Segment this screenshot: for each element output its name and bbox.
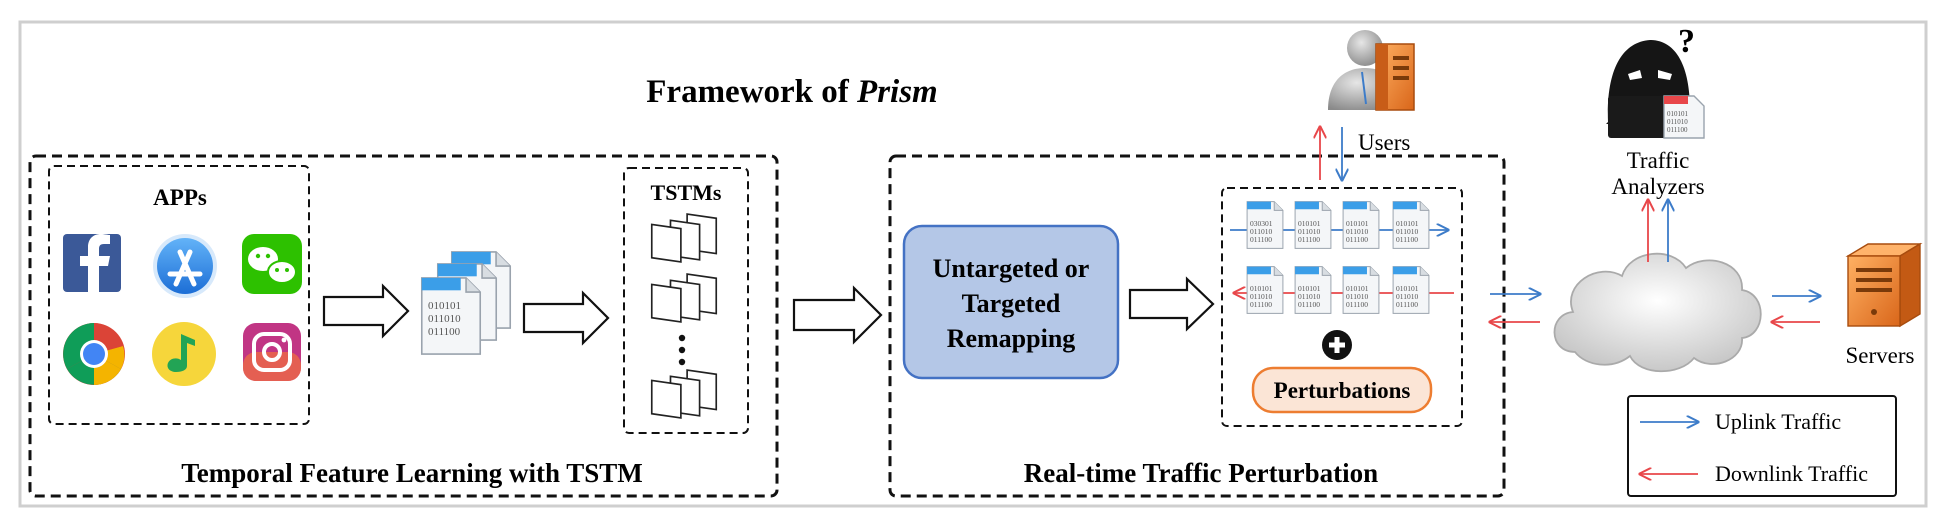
svg-text:011010: 011010: [1298, 227, 1320, 236]
chrome-icon: [63, 323, 125, 385]
traffic-analyzers-label-1: Traffic: [1627, 148, 1690, 173]
temporal-feature-caption: Temporal Feature Learning with TSTM: [181, 458, 643, 488]
svg-text:011100: 011100: [1396, 235, 1418, 244]
svg-text:011100: 011100: [1298, 235, 1320, 244]
svg-text:011100: 011100: [1298, 300, 1320, 309]
servers-label: Servers: [1846, 343, 1915, 368]
server-icon: [1845, 242, 1923, 328]
svg-text:010101: 010101: [428, 300, 461, 312]
temporal-feature-section: [28, 154, 779, 498]
flow-arrow-packets-to-tstm: [522, 290, 610, 346]
svg-text:010101: 010101: [1298, 219, 1321, 228]
diagram-title: Framework of Prism: [646, 74, 937, 110]
plus-icon: [1322, 330, 1352, 360]
traffic-perturbation-caption: Real-time Traffic Perturbation: [1024, 458, 1378, 488]
wechat-icon: [242, 234, 302, 294]
svg-text:011100: 011100: [1396, 300, 1418, 309]
traffic-analyzers-label-2: Analyzers: [1611, 174, 1704, 199]
apps-box: [48, 165, 310, 425]
users-icon: [1328, 30, 1415, 111]
legend-downlink-label: Downlink Traffic: [1715, 461, 1868, 486]
ellipsis-dots: [678, 334, 686, 366]
svg-text:010101: 010101: [1250, 284, 1273, 293]
packet-stack-icon: 010101 011010 011100: [420, 251, 512, 355]
svg-text:011010: 011010: [1667, 118, 1688, 126]
svg-text:011010: 011010: [1396, 292, 1418, 301]
cloud-icon: [1553, 252, 1762, 373]
remapping-box: [902, 224, 1120, 380]
apps-label: APPs: [153, 185, 207, 210]
svg-text:011100: 011100: [1250, 300, 1272, 309]
svg-text:011010: 011010: [1250, 292, 1272, 301]
flow-arrow-apps-to-packets: [322, 283, 410, 339]
perturbations-label: Perturbations: [1274, 378, 1411, 403]
svg-text:010101: 010101: [1298, 284, 1321, 293]
svg-text:011100: 011100: [428, 326, 461, 338]
app-store-icon: [153, 234, 217, 298]
tstms-label: TSTMs: [651, 180, 722, 205]
svg-text:030301: 030301: [1250, 219, 1273, 228]
svg-text:011010: 011010: [428, 313, 461, 325]
flow-arrow-remap-to-packets: [1128, 276, 1215, 332]
facebook-icon: [63, 234, 121, 292]
hacker-icon: 010101 011010 011100: [1606, 40, 1705, 139]
svg-text:011010: 011010: [1346, 227, 1368, 236]
perturbations-box: [1251, 366, 1433, 414]
svg-text:010101: 010101: [1396, 219, 1419, 228]
svg-text:011010: 011010: [1396, 227, 1418, 236]
svg-text:011010: 011010: [1250, 227, 1272, 236]
svg-text:010101: 010101: [1667, 110, 1689, 118]
flow-arrow-tstm-to-perturbation: [792, 285, 883, 345]
traffic-perturbation-section: [888, 154, 1506, 498]
music-icon: [152, 322, 216, 386]
svg-text:011010: 011010: [1298, 292, 1320, 301]
remapping-line-3: Remapping: [947, 324, 1076, 353]
analyzer-question-mark: ?: [1678, 23, 1695, 60]
svg-text:011100: 011100: [1346, 235, 1368, 244]
remapping-line-1: Untargeted or: [933, 254, 1090, 283]
svg-text:011010: 011010: [1346, 292, 1368, 301]
svg-text:010101: 010101: [1346, 219, 1369, 228]
packet-sequence-box: [1221, 187, 1463, 427]
svg-text:011100: 011100: [1667, 126, 1688, 134]
svg-text:010101: 010101: [1346, 284, 1369, 293]
users-label: Users: [1358, 130, 1410, 155]
legend-uplink-label: Uplink Traffic: [1715, 409, 1841, 434]
downlink-packet-row: 010101 011010 011100 010101 011010 01110…: [1234, 266, 1454, 314]
svg-text:011100: 011100: [1346, 300, 1368, 309]
tstms-box: [623, 167, 749, 434]
instagram-icon: [243, 323, 301, 381]
uplink-packet-row: 030301 011010 011100 010101 011010 01110…: [1230, 201, 1448, 249]
svg-text:011100: 011100: [1250, 235, 1272, 244]
remapping-line-2: Targeted: [962, 289, 1061, 318]
svg-text:010101: 010101: [1396, 284, 1419, 293]
